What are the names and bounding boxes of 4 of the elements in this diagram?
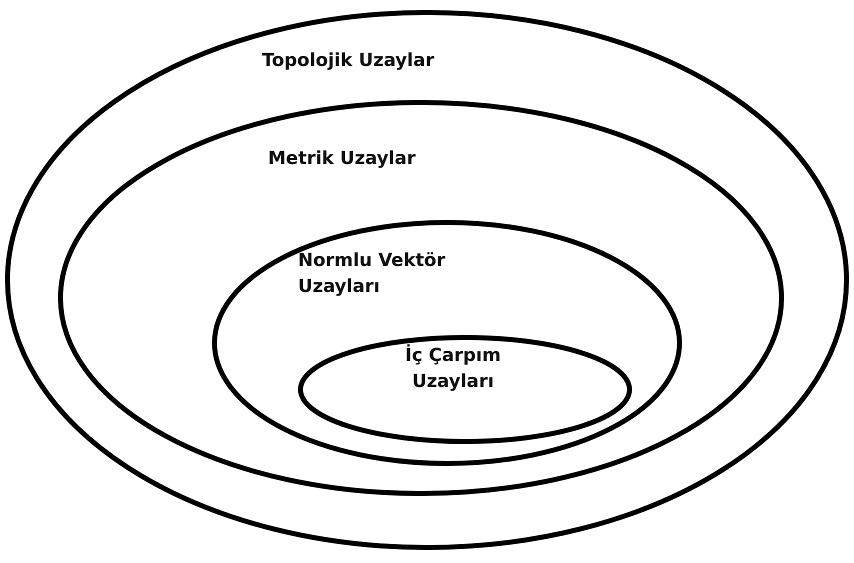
region-label: Normlu Vektör Uzayları	[298, 249, 446, 300]
region-label: Topolojik Uzaylar	[262, 49, 436, 73]
region-label: Metrik Uzaylar	[268, 147, 417, 171]
region-label: İç Çarpım Uzayları	[404, 343, 502, 394]
